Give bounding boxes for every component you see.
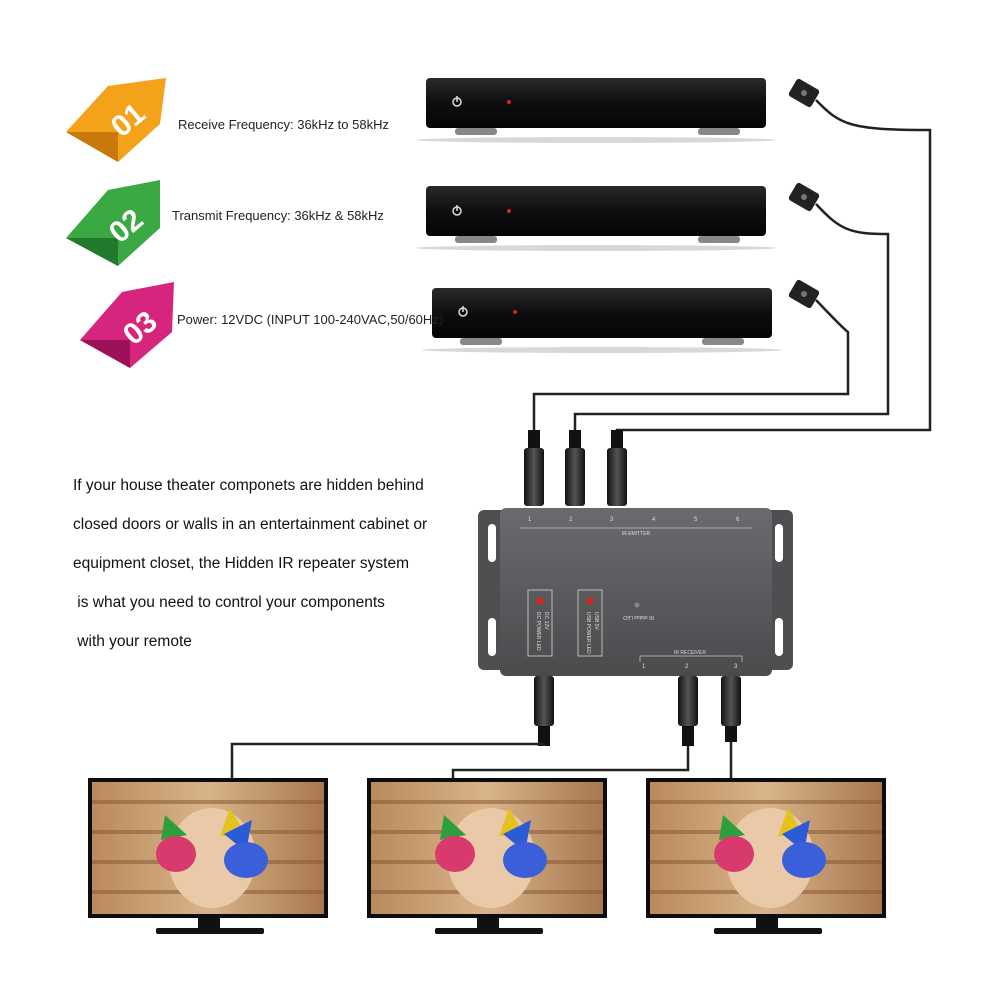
emitter-plug-2 [565, 430, 585, 506]
description-line: is what you need to control your compone… [73, 594, 385, 611]
ir-emitter-icon [788, 182, 820, 212]
tv-icon [88, 778, 328, 934]
usb-power-led [586, 597, 594, 605]
receiver-port-1: 1 [642, 664, 646, 670]
dc-power-spec: DC 12V [543, 612, 549, 630]
receiver-port-3: 3 [734, 664, 738, 670]
emitter-cables [532, 99, 932, 440]
set-top-box-2 [416, 186, 776, 251]
dc-power-led [536, 597, 544, 605]
feature-badge-02: 02 [66, 180, 160, 266]
description-line: equipment closet, the Hidden IR repeater… [73, 555, 410, 572]
usb-power-spec: USB 5V [593, 612, 599, 630]
emitter-port-5: 5 [694, 517, 698, 523]
dc-power-led-label: DC POWER LED [535, 612, 541, 651]
feature-label-transmit: Transmit Frequency: 36kHz & 58kHz [172, 208, 384, 223]
feature-label-receive: Receive Frequency: 36kHz to 58kHz [178, 117, 389, 132]
emitter-port-3: 3 [610, 517, 614, 523]
emitter-port-2: 2 [569, 517, 573, 523]
emitter-port-4: 4 [652, 517, 656, 523]
power-icon [458, 306, 468, 317]
tv-icon [367, 778, 607, 934]
receiver-cables [230, 742, 733, 780]
feature-badge-03: 03 [80, 282, 174, 368]
power-icon [452, 96, 462, 107]
description-line: closed doors or walls in an entertainmen… [73, 516, 428, 533]
power-icon [452, 205, 462, 216]
ir-repeater-hub [478, 508, 793, 676]
ir-emitter-icon [788, 78, 820, 108]
usb-power-led-label: USB POWER LED [585, 612, 591, 654]
feature-badge-01: 01 [66, 78, 166, 162]
emitter-port-6: 6 [736, 517, 740, 523]
description-line: If your house theater componets are hidd… [73, 477, 424, 494]
receiver-plug-2 [678, 676, 698, 746]
receiver-plug-3 [721, 676, 741, 742]
ir-status-led-label: IR status LED [623, 614, 654, 620]
set-top-box-3 [422, 288, 782, 353]
emitter-port-1: 1 [528, 517, 532, 523]
emitter-plug-3 [607, 430, 627, 506]
standby-led [513, 310, 517, 314]
receiver-label: IR RECEIVER [674, 650, 706, 656]
set-top-box-1 [416, 78, 776, 143]
description-line: with your remote [73, 633, 192, 650]
emitter-label: IR EMITTER [622, 531, 651, 537]
feature-label-power: Power: 12VDC (INPUT 100-240VAC,50/60Hz) [177, 312, 444, 327]
tv-icon [646, 778, 886, 934]
standby-led [507, 209, 511, 213]
description-block: If your house theater componets are hidd… [73, 466, 493, 661]
ir-emitter-icon [788, 279, 820, 309]
standby-led [507, 100, 511, 104]
receiver-plug-1 [534, 676, 554, 746]
receiver-port-2: 2 [685, 664, 689, 670]
emitter-plug-1 [524, 430, 544, 506]
ir-status-led [634, 602, 640, 608]
